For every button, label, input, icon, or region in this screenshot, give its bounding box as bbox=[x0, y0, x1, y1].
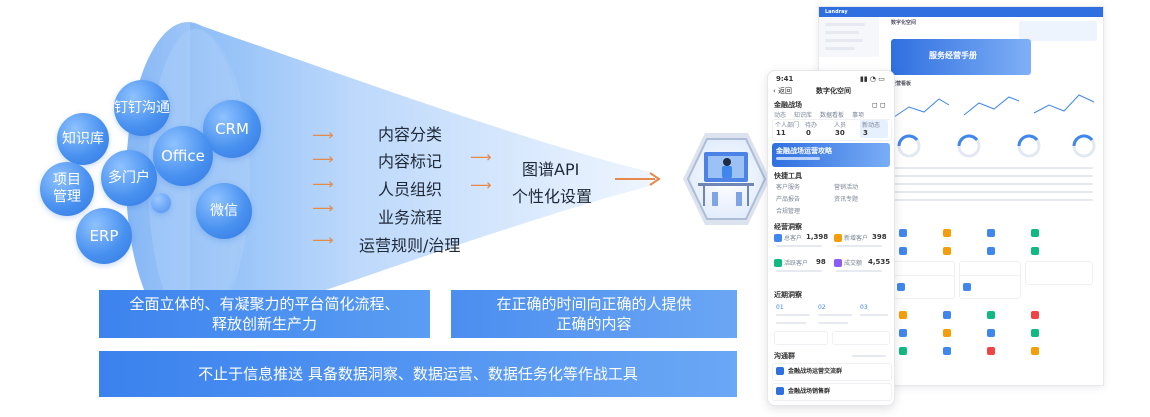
trend-item-2: 03 bbox=[860, 303, 868, 312]
bubble-label: 项目管理 bbox=[53, 172, 81, 206]
desktop-topbar bbox=[819, 7, 1103, 17]
stat-value-2: 30 bbox=[835, 129, 845, 138]
data-value-3: 4,535 bbox=[868, 258, 890, 267]
space-name: 金融战场 bbox=[774, 101, 802, 110]
data-label-2: 活跃客户 bbox=[784, 259, 808, 268]
data-label-0: 总客户 bbox=[784, 234, 802, 243]
arrow-icon: ⟶ bbox=[312, 231, 334, 249]
category-4: 运营规则/治理 bbox=[359, 232, 460, 256]
arrow-icon: ⟶ bbox=[312, 126, 334, 144]
arrow-icon: ⟶ bbox=[312, 175, 334, 193]
group-icon bbox=[776, 367, 784, 375]
arrow-icon: ⟶ bbox=[312, 150, 334, 168]
bubble-label: 微信 bbox=[210, 203, 238, 220]
category-1: 内容标记 bbox=[378, 148, 442, 172]
stat-value-1: 0 bbox=[806, 129, 811, 138]
data-icon bbox=[774, 234, 782, 242]
bubble-office: Office bbox=[153, 126, 213, 186]
bubble-label: 知识库 bbox=[62, 131, 104, 148]
bubble-label: ERP bbox=[90, 228, 119, 245]
quick-title: 快捷工具 bbox=[774, 172, 802, 181]
bubble-zhishiku: 知识库 bbox=[57, 113, 109, 165]
bubble-erp: ERP bbox=[76, 208, 132, 264]
bubble-label: 钉钉沟通 bbox=[114, 100, 170, 117]
bubble-label: 多门户 bbox=[108, 170, 150, 187]
banner-bottom: 不止于信息推送 具备数据洞察、数据运营、数据任务化等作战工具 bbox=[99, 351, 737, 397]
desktop-brand: Landray bbox=[825, 9, 848, 16]
comm-item-0: 金融战场运营交流群 bbox=[788, 367, 842, 376]
quick-item-0[interactable]: 客户服务 bbox=[776, 183, 800, 192]
arrow-icon: ⟶ bbox=[312, 199, 334, 217]
quick-item-3[interactable]: 资讯专题 bbox=[834, 195, 858, 204]
category-2: 人员组织 bbox=[378, 176, 442, 200]
arrow-icon: ⟶ bbox=[470, 148, 492, 166]
bubble-duomenhu: 多门户 bbox=[101, 150, 157, 206]
quick-item-4[interactable]: 合规管理 bbox=[776, 207, 800, 216]
group-icon bbox=[776, 387, 784, 395]
desktop-charts bbox=[889, 87, 1099, 127]
back-label: 返回 bbox=[778, 87, 792, 95]
more-icon[interactable]: ◻ ◻ bbox=[872, 101, 886, 110]
output-1: 个性化设置 bbox=[512, 183, 592, 207]
data-icon bbox=[834, 234, 842, 242]
signal-icon: ▮▮ ◔ ▭ bbox=[860, 75, 885, 84]
data-value-2: 98 bbox=[816, 258, 826, 267]
back-button[interactable]: ‹ 返回 bbox=[773, 87, 792, 96]
data-title: 经营洞察 bbox=[774, 223, 802, 232]
data-icon bbox=[774, 259, 782, 267]
category-0: 内容分类 bbox=[378, 121, 442, 145]
category-3: 业务流程 bbox=[378, 204, 442, 228]
desktop-section-a: 数字化空间 bbox=[891, 20, 916, 27]
bubble-label: CRM bbox=[215, 121, 249, 138]
phone-banner-title: 金融战场运营攻略 bbox=[776, 147, 832, 156]
output-0: 图谱API bbox=[522, 156, 579, 180]
phone-title: 数字化空间 bbox=[816, 87, 851, 96]
data-value-1: 398 bbox=[872, 233, 887, 242]
phone-screenshot: 9:41 ▮▮ ◔ ▭ ‹ 返回 数字化空间 金融战场 ◻ ◻ 动态 知识库 数… bbox=[767, 70, 895, 406]
bubble-label-line1: 项目 bbox=[53, 172, 81, 188]
data-icon bbox=[834, 259, 842, 267]
bubble-dingding: 钉钉沟通 bbox=[114, 80, 170, 136]
quick-item-1[interactable]: 营销活动 bbox=[834, 183, 858, 192]
desktop-banner-title: 服务经营手册 bbox=[929, 51, 977, 61]
trend-item-0: 01 bbox=[776, 303, 784, 312]
desktop-gauges bbox=[889, 131, 1099, 161]
bubble-weixin: 微信 bbox=[196, 183, 252, 239]
trend-title: 近期洞察 bbox=[774, 291, 802, 300]
data-label-1: 新增客户 bbox=[844, 234, 868, 243]
banner-right: 在正确的时间向正确的人提供 正确的内容 bbox=[451, 290, 737, 338]
trend-item-1: 02 bbox=[818, 303, 826, 312]
quick-item-2[interactable]: 产品报告 bbox=[776, 195, 800, 204]
phone-time: 9:41 bbox=[776, 75, 793, 84]
bubble-label: Office bbox=[161, 148, 205, 165]
bubble-label-line2: 管理 bbox=[53, 189, 81, 205]
data-label-3: 成交额 bbox=[844, 259, 862, 268]
stat-value-0: 11 bbox=[776, 129, 786, 138]
bubble-xiangmu: 项目管理 bbox=[40, 162, 94, 216]
comm-item-1: 金融战场销售群 bbox=[788, 387, 830, 396]
banner-left: 全面立体的、有凝聚力的平台简化流程、 释放创新生产力 bbox=[99, 290, 430, 338]
arrow-icon: ⟶ bbox=[470, 176, 492, 194]
data-value-0: 1,398 bbox=[806, 233, 828, 242]
bubble-dot bbox=[151, 193, 171, 213]
stat-value-3: 3 bbox=[863, 129, 868, 138]
comm-title: 沟通群 bbox=[774, 352, 795, 361]
